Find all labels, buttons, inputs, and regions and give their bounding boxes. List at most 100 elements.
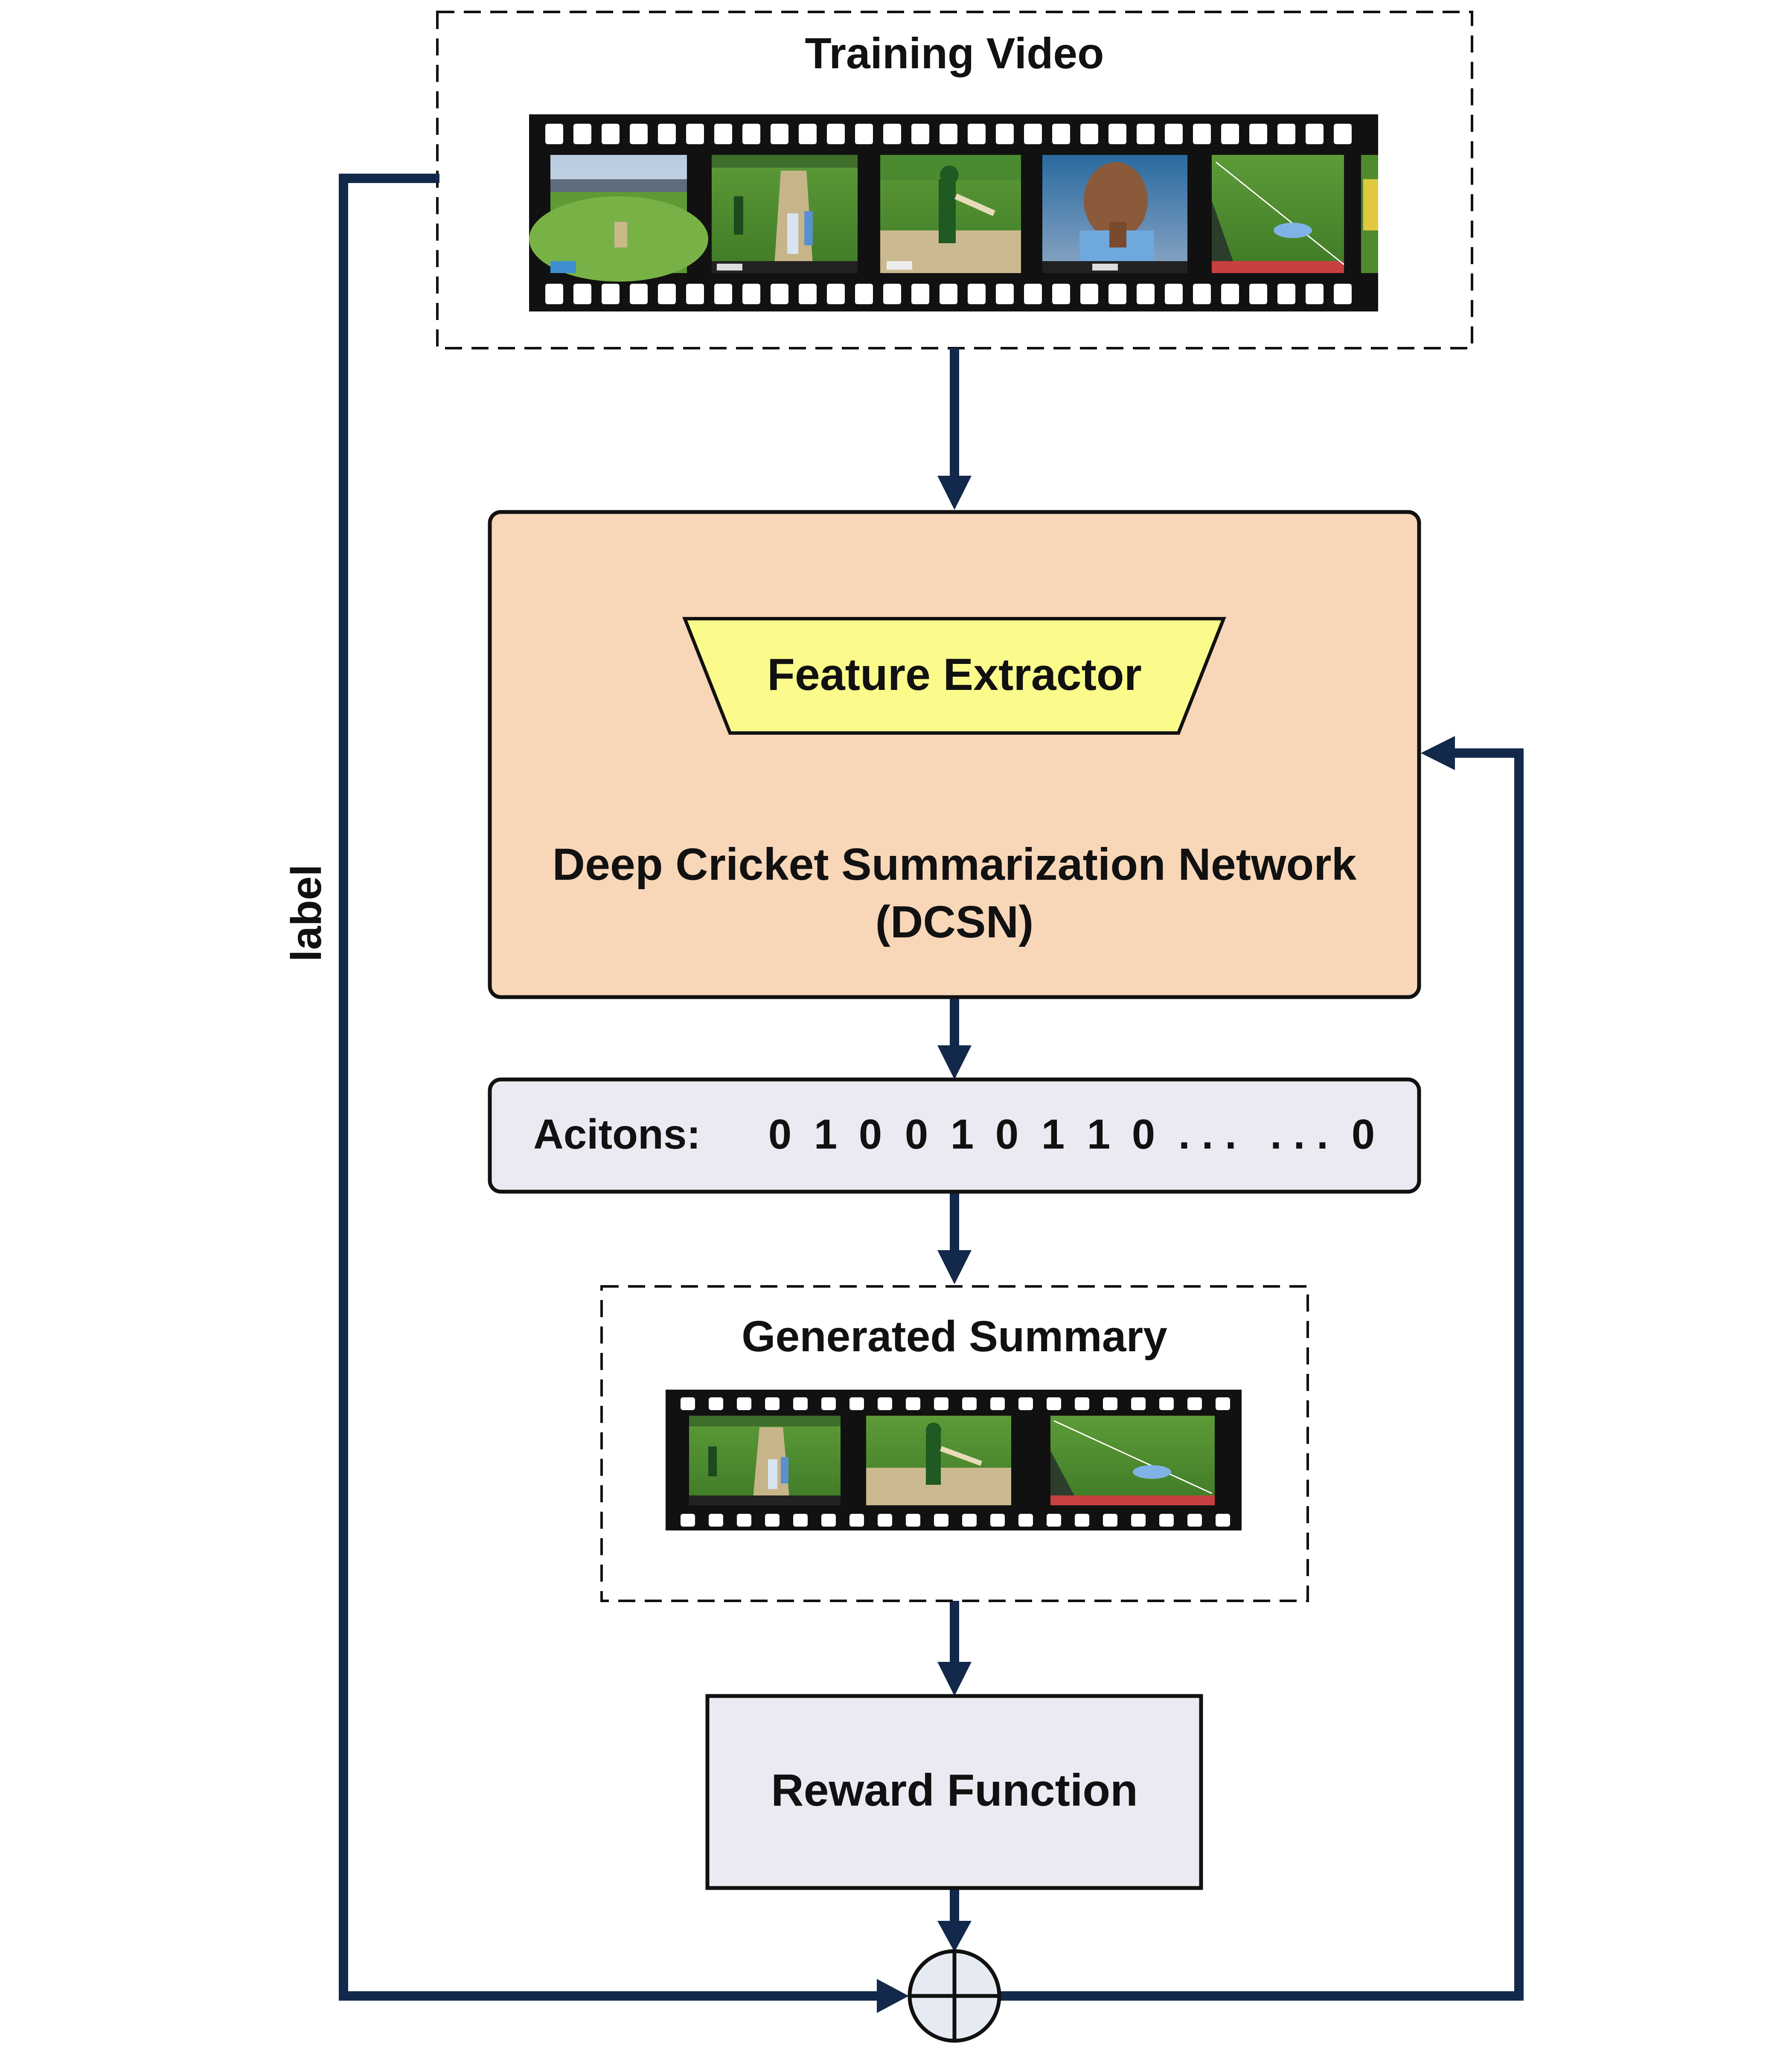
film-sprocket-hole bbox=[906, 1514, 920, 1527]
film-sprocket-hole bbox=[1165, 284, 1183, 304]
film-sprocket-hole bbox=[1334, 124, 1352, 144]
film-sprocket-hole bbox=[1334, 284, 1352, 304]
film-sprocket-hole bbox=[1075, 1397, 1089, 1410]
frame-partial bbox=[1361, 155, 1378, 273]
generated-summary-title: Generated Summary bbox=[742, 1312, 1167, 1361]
film-sprocket-hole bbox=[990, 1397, 1005, 1410]
film-sprocket-hole bbox=[1306, 124, 1324, 144]
arrow-training-to-dcsn bbox=[937, 348, 972, 510]
summary-film-strip-icon bbox=[666, 1390, 1242, 1530]
film-sprocket-hole bbox=[1075, 1514, 1089, 1527]
film-sprocket-hole bbox=[1052, 124, 1070, 144]
film-sprocket-hole bbox=[883, 284, 901, 304]
film-sprocket-hole bbox=[1080, 124, 1098, 144]
reward-function-block: Reward Function bbox=[705, 1694, 1203, 1890]
action-bit: 0 bbox=[1352, 1111, 1375, 1158]
film-sprocket-hole bbox=[1137, 124, 1155, 144]
sum-junction-icon bbox=[908, 1949, 1001, 2043]
frame-stadium-aerial bbox=[529, 155, 708, 282]
frame-batsman-shot bbox=[880, 155, 1021, 273]
film-sprocket-hole bbox=[1103, 1397, 1117, 1410]
actions-label: Acitons: bbox=[533, 1111, 701, 1158]
reward-function-box bbox=[705, 1694, 1203, 1890]
film-sprocket-hole bbox=[1047, 1397, 1061, 1410]
film-sprocket-hole bbox=[742, 284, 760, 304]
film-sprocket-hole bbox=[681, 1397, 695, 1410]
arrow-label-feedback bbox=[339, 174, 909, 2013]
film-sprocket-hole bbox=[827, 284, 845, 304]
action-bit: 1 bbox=[1041, 1111, 1065, 1158]
film-sprocket-hole bbox=[765, 1514, 780, 1527]
frame-fielder-dive bbox=[1212, 155, 1344, 273]
film-sprocket-hole bbox=[911, 284, 929, 304]
film-sprocket-hole bbox=[1187, 1397, 1202, 1410]
action-bit: . . . bbox=[1178, 1111, 1236, 1158]
film-sprocket-hole bbox=[630, 124, 648, 144]
film-sprocket-hole bbox=[1221, 284, 1239, 304]
film-sprocket-hole bbox=[602, 284, 620, 304]
film-sprocket-hole bbox=[821, 1514, 836, 1527]
action-bit: 0 bbox=[905, 1111, 928, 1158]
film-sprocket-hole bbox=[878, 1397, 892, 1410]
film-sprocket-hole bbox=[1193, 124, 1211, 144]
film-sprocket-hole bbox=[630, 284, 648, 304]
arrow-summary-to-reward bbox=[937, 1601, 972, 1696]
dcsn-title-line1: Deep Cricket Summarization Network bbox=[553, 839, 1357, 890]
arrow-dcsn-to-actions bbox=[937, 996, 972, 1079]
film-sprocket-hole bbox=[1137, 284, 1155, 304]
film-sprocket-hole bbox=[911, 124, 929, 144]
film-sprocket-hole bbox=[906, 1397, 920, 1410]
film-sprocket-hole bbox=[799, 284, 817, 304]
film-sprocket-hole bbox=[793, 1514, 808, 1527]
training-video-group: Training Video bbox=[436, 11, 1473, 349]
arrow-actions-to-summary bbox=[937, 1192, 972, 1284]
film-sprocket-hole bbox=[714, 284, 732, 304]
film-sprocket-hole bbox=[883, 124, 901, 144]
training-film-strip-icon bbox=[529, 114, 1378, 311]
film-sprocket-hole bbox=[968, 124, 986, 144]
film-sprocket-hole bbox=[658, 124, 676, 144]
frame-bowler-closeup bbox=[1042, 155, 1187, 273]
film-sprocket-hole bbox=[1221, 124, 1239, 144]
training-video-title: Training Video bbox=[805, 29, 1104, 78]
arrow-reward-feedback bbox=[1001, 736, 1524, 2001]
film-sprocket-hole bbox=[1159, 1514, 1174, 1527]
film-sprocket-hole bbox=[573, 284, 591, 304]
film-sprocket-hole bbox=[878, 1514, 892, 1527]
film-sprocket-hole bbox=[962, 1514, 977, 1527]
film-sprocket-hole bbox=[1277, 124, 1295, 144]
film-sprocket-hole bbox=[602, 124, 620, 144]
action-bit: 0 bbox=[995, 1111, 1019, 1158]
film-sprocket-hole bbox=[962, 1397, 977, 1410]
film-sprocket-hole bbox=[771, 124, 788, 144]
film-sprocket-hole bbox=[968, 284, 986, 304]
feature-extractor-label: Feature Extractor bbox=[767, 649, 1142, 700]
feature-extractor-trapezoid bbox=[682, 617, 1226, 735]
reward-function-label: Reward Function bbox=[771, 1765, 1138, 1815]
film-sprocket-hole bbox=[793, 1397, 808, 1410]
action-bit: . . . bbox=[1270, 1111, 1328, 1158]
film-sprocket-hole bbox=[990, 1514, 1005, 1527]
arrow-reward-to-sum bbox=[937, 1888, 972, 1952]
film-sprocket-hole bbox=[709, 1397, 723, 1410]
film-sprocket-hole bbox=[1165, 124, 1183, 144]
film-sprocket-hole bbox=[737, 1514, 751, 1527]
film-sprocket-hole bbox=[1187, 1514, 1202, 1527]
actions-box bbox=[488, 1077, 1421, 1194]
film-sprocket-hole bbox=[1159, 1397, 1174, 1410]
summary-frame-pitch-umpire bbox=[689, 1416, 841, 1505]
film-sprocket-hole bbox=[934, 1514, 948, 1527]
film-sprocket-hole bbox=[996, 284, 1014, 304]
film-sprocket-hole bbox=[1131, 1397, 1146, 1410]
film-sprocket-hole bbox=[821, 1397, 836, 1410]
film-sprocket-hole bbox=[1024, 284, 1042, 304]
film-sprocket-hole bbox=[1277, 284, 1295, 304]
film-sprocket-hole bbox=[855, 284, 873, 304]
action-bit: 0 bbox=[768, 1111, 792, 1158]
action-bit: 0 bbox=[1132, 1111, 1155, 1158]
film-sprocket-hole bbox=[681, 1514, 695, 1527]
film-sprocket-hole bbox=[827, 124, 845, 144]
summary-frame-batsman-shot bbox=[866, 1416, 1011, 1505]
film-sprocket-hole bbox=[1131, 1514, 1146, 1527]
